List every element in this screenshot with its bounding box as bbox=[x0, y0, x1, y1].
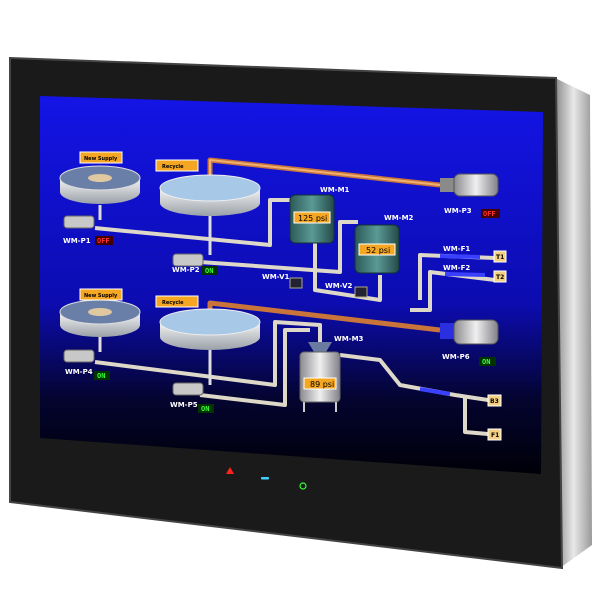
pump-wm-p4[interactable] bbox=[63, 349, 95, 363]
valve-label: WM-V2 bbox=[325, 282, 353, 290]
clarifier-recycle-upper[interactable] bbox=[159, 174, 261, 216]
mixer-wm-m2[interactable]: 52 psi bbox=[354, 224, 400, 274]
pipes bbox=[94, 157, 496, 436]
mixer-wm-m3[interactable]: 89 psi bbox=[299, 342, 341, 412]
pump-label: WM-P3 bbox=[444, 207, 472, 215]
pump-wm-p2[interactable] bbox=[172, 253, 204, 267]
status-text: ON bbox=[97, 372, 105, 380]
motor-wm-p6[interactable] bbox=[440, 319, 499, 345]
recycle-label: Recycle bbox=[162, 300, 184, 306]
clarifier-recycle-lower[interactable] bbox=[159, 308, 261, 350]
valve-wm-v1[interactable] bbox=[289, 277, 303, 289]
tank-t1-label: T1 bbox=[496, 254, 504, 261]
mixer-label: WM-M3 bbox=[334, 335, 364, 343]
pump-label: WM-P5 bbox=[170, 401, 198, 409]
status-text: ON bbox=[482, 358, 490, 366]
mixer-pressure: 89 psi bbox=[310, 380, 334, 389]
status-badge-p5[interactable]: ON bbox=[198, 404, 214, 413]
status-text: ON bbox=[205, 267, 213, 275]
tank-t2-label: T2 bbox=[496, 274, 504, 281]
status-text: OFF bbox=[483, 210, 496, 218]
outlet-f1-label: F1 bbox=[491, 432, 499, 439]
outlet-b3-label: B3 bbox=[490, 398, 499, 405]
status-dash-icon bbox=[261, 477, 269, 480]
tank-t2[interactable] bbox=[493, 270, 507, 283]
pump-wm-p1[interactable] bbox=[63, 215, 95, 229]
flow-label: WM-F1 bbox=[443, 245, 470, 253]
motor-wm-p3[interactable] bbox=[440, 173, 499, 197]
status-badge-p2[interactable]: ON bbox=[202, 266, 218, 275]
pump-label: WM-P2 bbox=[172, 266, 200, 274]
flow-label: WM-F2 bbox=[443, 264, 470, 272]
status-badge-p1[interactable]: OFF bbox=[95, 236, 113, 245]
mixer-label: WM-M1 bbox=[320, 186, 350, 194]
new-supply-label: New Supply bbox=[84, 156, 118, 162]
clarifier-new-supply-upper[interactable] bbox=[59, 165, 141, 204]
status-badge-p3[interactable]: OFF bbox=[481, 209, 500, 218]
pump-label: WM-P1 bbox=[63, 237, 91, 245]
alarm-triangle-icon bbox=[226, 467, 234, 474]
status-badge-p4[interactable]: ON bbox=[94, 371, 110, 380]
outlet-b3[interactable] bbox=[487, 394, 502, 407]
mixer-wm-m1[interactable]: 125 psi bbox=[289, 194, 335, 244]
new-supply-label: New Supply bbox=[84, 293, 118, 299]
mixer-pressure: 52 psi bbox=[366, 246, 390, 255]
pump-label: WM-P4 bbox=[65, 368, 93, 376]
outlet-f1[interactable] bbox=[487, 428, 502, 441]
clarifier-new-supply-lower[interactable] bbox=[59, 299, 141, 337]
recycle-label: Recycle bbox=[162, 164, 184, 170]
side-frame bbox=[555, 78, 592, 568]
power-icon bbox=[299, 482, 307, 490]
mixer-pressure: 125 psi bbox=[298, 214, 327, 223]
tank-t1[interactable] bbox=[493, 250, 507, 263]
status-text: ON bbox=[201, 405, 209, 413]
pump-label: WM-P6 bbox=[442, 353, 470, 361]
valve-wm-v2[interactable] bbox=[354, 286, 368, 298]
pump-wm-p5[interactable] bbox=[172, 382, 204, 396]
status-badge-p6[interactable]: ON bbox=[479, 357, 496, 366]
status-text: OFF bbox=[97, 237, 110, 245]
valve-label: WM-V1 bbox=[262, 273, 290, 281]
mixer-label: WM-M2 bbox=[384, 214, 414, 222]
